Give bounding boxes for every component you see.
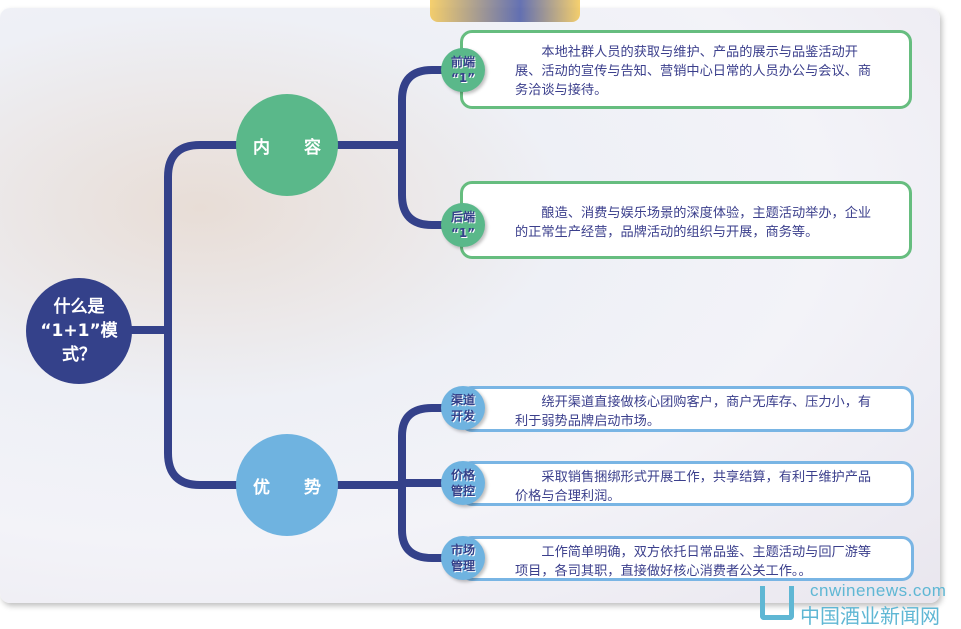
connector-trunk bbox=[164, 141, 244, 489]
advantage-box-price: 采取销售捆绑形式开展工作，共享结算，有利于维护产品价格与合理利润。 bbox=[460, 461, 914, 506]
badge-text: 前端 bbox=[450, 55, 475, 69]
badge-text: 管理 bbox=[450, 559, 475, 573]
advantage-node: 优 势 bbox=[236, 434, 338, 536]
advantage-box-channel: 绕开渠道直接做核心团购客户，商户无库存、压力小，有利于弱势品牌启动市场。 bbox=[460, 386, 914, 432]
badge-text: 管控 bbox=[450, 484, 475, 498]
badge-front: 前端 “1” bbox=[441, 48, 485, 92]
center-title-line2: “1+1”模式？ bbox=[40, 321, 118, 365]
badge-text: “1” bbox=[450, 71, 476, 85]
badge-text: 后端 bbox=[450, 210, 475, 224]
watermark-logo-icon bbox=[760, 586, 794, 620]
center-title-line1: 什么是 bbox=[53, 297, 105, 317]
watermark: cnwinenews.com 中国酒业新闻网 bbox=[760, 581, 955, 628]
badge-text: 市场 bbox=[450, 543, 475, 557]
center-node: 什么是 “1+1”模式？ bbox=[26, 278, 132, 384]
decorative-top-bar bbox=[430, 0, 580, 22]
advantage-box-market: 工作简单明确，双方依托日常品鉴、主题活动与回厂游等项目，各司其职，直接做好核心消… bbox=[460, 536, 914, 581]
badge-text: 渠道 bbox=[450, 393, 475, 407]
badge-text: “1” bbox=[450, 226, 476, 240]
content-node: 内 容 bbox=[236, 94, 338, 196]
connector-content bbox=[332, 66, 454, 229]
watermark-en: cnwinenews.com bbox=[810, 581, 947, 600]
badge-text: 价格 bbox=[450, 468, 475, 482]
badge-text: 开发 bbox=[450, 409, 475, 423]
content-box-front: 本地社群人员的获取与维护、产品的展示与品鉴活动开展、活动的宣传与告知、营销中心日… bbox=[460, 30, 912, 109]
badge-market: 市场管理 bbox=[441, 536, 485, 580]
badge-price: 价格管控 bbox=[441, 461, 485, 505]
watermark-cn: 中国酒业新闻网 bbox=[800, 606, 940, 628]
content-box-back: 酿造、消费与娱乐场景的深度体验，主题活动举办，企业的正常生产经营，品牌活动的组织… bbox=[460, 181, 912, 259]
connector-advantage bbox=[332, 404, 454, 562]
badge-channel: 渠道开发 bbox=[441, 386, 485, 430]
badge-back: 后端 “1” bbox=[441, 203, 485, 247]
